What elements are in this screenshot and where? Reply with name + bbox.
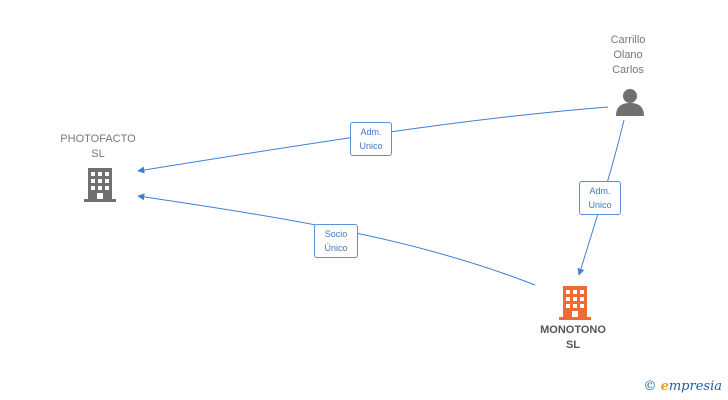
edge-label-line: Adm. xyxy=(360,127,382,137)
node-name-line: SL xyxy=(91,148,105,160)
node-label-photofacto[interactable]: PHOTOFACTO SL xyxy=(48,132,148,162)
edge-label-carrillo-monotono[interactable]: Adm. Unico xyxy=(579,181,621,215)
brand-name: mpresia xyxy=(668,379,722,394)
node-label-carrillo[interactable]: Carrillo Olano Carlos xyxy=(588,33,668,78)
building-icon[interactable] xyxy=(84,168,116,202)
edge-label-monotono-photofacto[interactable]: Socio Único xyxy=(314,224,358,258)
node-label-monotono[interactable]: MONOTONO SL xyxy=(523,323,623,353)
copyright-icon: © xyxy=(643,379,657,394)
node-name-line: SL xyxy=(565,339,581,351)
node-name-line: MONOTONO xyxy=(540,324,606,336)
person-icon[interactable] xyxy=(616,89,644,116)
edge-carrillo-to-photofacto xyxy=(137,106,609,174)
empresia-watermark: © empresia xyxy=(643,379,722,394)
edge-label-line: Único xyxy=(324,243,348,253)
edge-label-line: Unico xyxy=(588,200,612,210)
edge-label-line: Socio xyxy=(324,229,348,239)
edge-label-line: Unico xyxy=(359,141,383,151)
brand-initial: e xyxy=(660,379,669,394)
edge-label-carrillo-photofacto[interactable]: Adm. Unico xyxy=(350,122,392,156)
node-name-line: Olano xyxy=(613,49,643,61)
edge-label-line: Adm. xyxy=(589,186,611,196)
node-name-line: Carrillo xyxy=(610,34,646,46)
node-name-line: Carlos xyxy=(612,64,644,76)
node-name-line: PHOTOFACTO xyxy=(60,133,136,145)
building-icon[interactable] xyxy=(559,286,591,320)
